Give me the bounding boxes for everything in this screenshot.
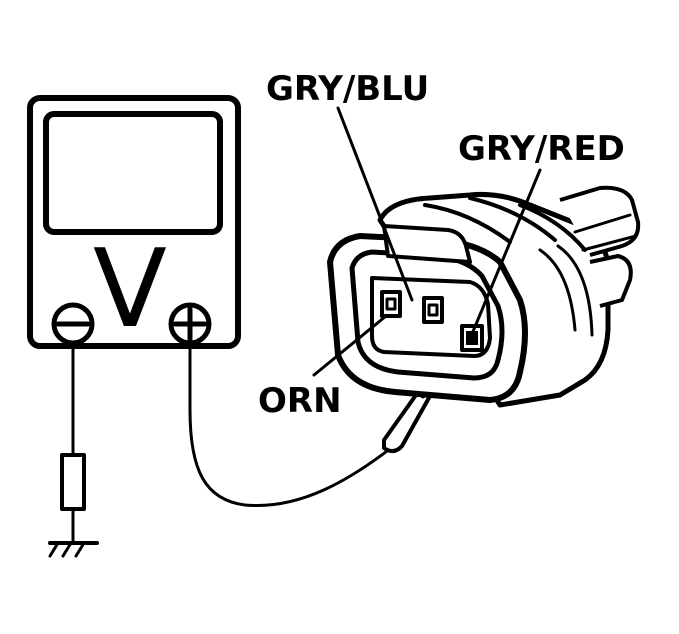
voltage-mode-symbol: V	[93, 227, 167, 352]
leader-orn	[312, 314, 388, 377]
leader-gry-blu	[336, 106, 414, 302]
minus-terminal-icon	[51, 302, 95, 346]
label-orn: ORN	[258, 381, 342, 421]
terminal-orn	[380, 290, 402, 318]
plus-terminal-icon	[168, 302, 212, 346]
ground-lead	[48, 344, 99, 558]
resistor-icon	[60, 453, 86, 511]
leader-gry-red	[470, 168, 542, 336]
multimeter-display	[43, 111, 223, 235]
multimeter: V	[27, 95, 241, 352]
label-gry-blu: GRY/BLU	[266, 69, 429, 109]
terminal-gry-blu	[422, 296, 444, 324]
ground-symbol-icon	[48, 541, 99, 558]
wire-connector	[327, 185, 641, 408]
label-gry-red: GRY/RED	[458, 129, 625, 169]
